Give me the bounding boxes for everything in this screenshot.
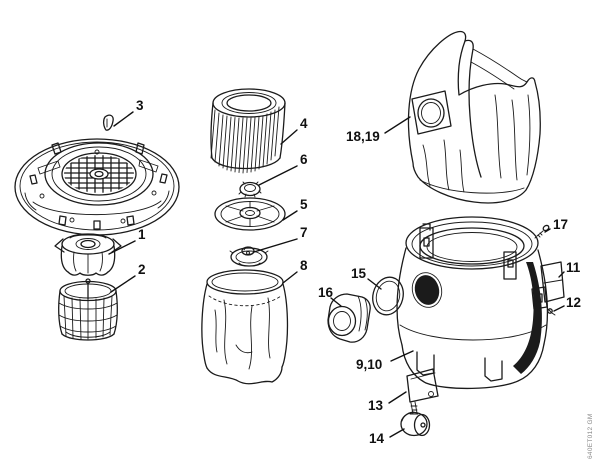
part-label-8: 8 [300, 258, 308, 273]
clip-part-drawing [102, 114, 114, 131]
paper-filter-bag-drawing [407, 30, 541, 204]
part-label-15: 15 [351, 266, 367, 281]
figure-code: 640ET012 GM [587, 413, 594, 459]
part-label-5: 5 [300, 197, 308, 212]
part-label-9-10: 9,10 [356, 357, 382, 372]
screw-12-drawing [547, 308, 556, 316]
part-label-2: 2 [138, 262, 146, 277]
part-label-17: 17 [553, 217, 568, 232]
part-label-13: 13 [368, 398, 384, 413]
filter-nut-drawing [238, 181, 262, 198]
float-cage-drawing [58, 278, 118, 341]
part-label-4: 4 [300, 116, 308, 131]
cloth-filter-bag-drawing [201, 269, 289, 385]
float-retainer-drawing [54, 233, 122, 276]
part-label-11: 11 [566, 260, 581, 275]
part-label-1: 1 [138, 227, 146, 242]
part-label-3: 3 [136, 98, 144, 113]
tank-drawing [396, 216, 549, 390]
cartridge-filter-drawing [210, 88, 286, 174]
part-label-6: 6 [300, 152, 308, 167]
caster-foot-plate-drawing [406, 368, 439, 415]
part-label-18-19: 18,19 [346, 129, 380, 144]
filter-retainer-drawing [229, 246, 269, 267]
part-label-12: 12 [566, 295, 581, 310]
part-labels: 3 1 2 4 6 5 7 8 18,19 17 11 12 15 16 9,1… [136, 98, 581, 446]
gasket-ring-drawing [372, 276, 404, 316]
leader-lines [108, 111, 565, 438]
lid-assembly-drawing [14, 138, 180, 236]
part-label-7: 7 [300, 225, 308, 240]
part-label-16: 16 [318, 285, 334, 300]
part-label-14: 14 [369, 431, 385, 446]
caster-wheel-drawing [400, 411, 431, 437]
filter-plate-drawing [214, 197, 286, 231]
latch-drawing [531, 261, 565, 310]
inlet-nozzle-drawing [327, 293, 371, 343]
